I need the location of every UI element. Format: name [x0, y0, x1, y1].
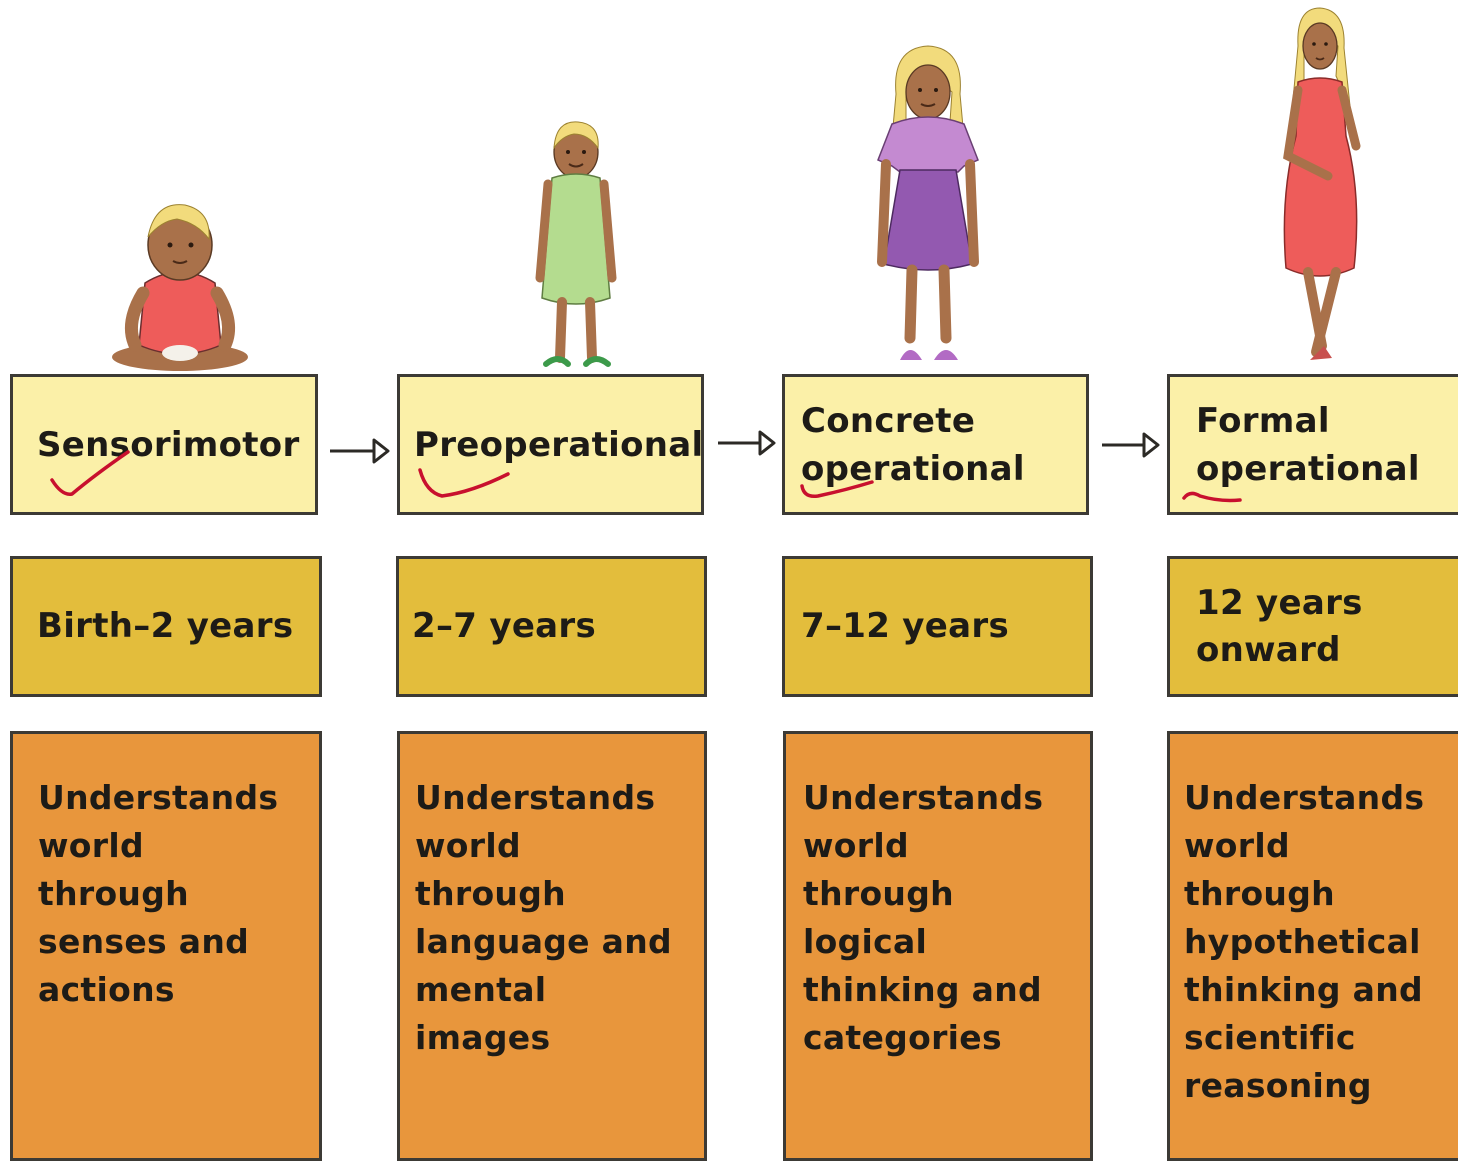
teen-figure [1283, 7, 1361, 360]
age-label: 2–7 years [412, 606, 597, 646]
checkmark-annotation-icon [418, 468, 510, 498]
age-box-preoperational: 2–7 years [396, 556, 707, 697]
age-label: 12 years onward [1196, 582, 1363, 670]
description-box-formal-operational: Understands world through hypothetical t… [1167, 731, 1458, 1161]
description-box-sensorimotor: Understands world through senses and act… [10, 731, 322, 1161]
stage-box-preoperational: Preoperational [397, 374, 704, 515]
stage-label: Formal operational [1196, 400, 1420, 489]
stage-label: Sensorimotor [37, 424, 300, 465]
underline-annotation-icon [1182, 491, 1242, 503]
girl-figure [877, 45, 979, 360]
description-text: Understands world through hypothetical t… [1184, 778, 1425, 1105]
age-box-concrete-operational: 7–12 years [782, 556, 1093, 697]
age-label: Birth–2 years [37, 606, 294, 646]
age-label: 7–12 years [801, 606, 1009, 646]
description-text: Understands world through logical thinki… [803, 778, 1044, 1057]
age-box-sensorimotor: Birth–2 years [10, 556, 322, 697]
age-box-formal-operational: 12 years onward [1167, 556, 1458, 697]
description-text: Understands world through senses and act… [38, 778, 279, 1009]
checkmark-annotation-icon [50, 450, 130, 496]
description-text: Understands world through language and m… [415, 778, 672, 1057]
arrow-right-icon [330, 438, 390, 464]
stage-label: Preoperational [414, 424, 704, 465]
arrow-right-icon [1102, 432, 1160, 458]
description-box-preoperational: Understands world through language and m… [397, 731, 707, 1161]
young-child-figure [535, 121, 617, 367]
stage-label: Concrete operational [801, 400, 1025, 489]
underline-annotation-icon [800, 480, 874, 499]
description-box-concrete-operational: Understands world through logical thinki… [783, 731, 1093, 1161]
seated-baby-figure [112, 204, 248, 371]
arrow-right-icon [718, 430, 776, 456]
stage-box-formal-operational: Formal operational [1167, 374, 1458, 515]
